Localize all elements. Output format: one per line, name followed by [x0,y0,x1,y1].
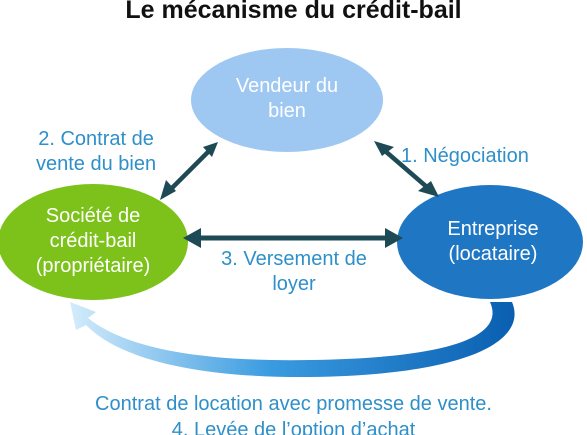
node-societe-line2: crédit-bail [49,230,137,252]
node-vendeur [191,48,383,152]
arrow-negociation [374,141,439,197]
arrow-versement [183,228,403,248]
node-vendeur-line2: bien [268,100,306,122]
footer-line2: 4. Levée de l’option d’achat [171,419,416,435]
edge-contrat-vente-line1: 2. Contrat de [38,128,154,150]
curved-arrow-option-achat [70,302,515,378]
node-societe [0,184,188,300]
node-entreprise-line2: (locataire) [448,243,538,265]
arrow-contrat-vente [160,142,218,200]
node-societe-line1: Société de [45,205,141,227]
node-vendeur-line1: Vendeur du [235,75,339,97]
node-entreprise-label: Entreprise (locataire) [413,217,573,267]
edge-versement-label: 3. Versement de loyer [201,247,387,297]
node-societe-label: Société de crédit-bail (propriétaire) [3,204,183,279]
node-societe-line3: (propriétaire) [35,255,151,277]
edge-negociation-label: 1. Négociation [401,145,529,167]
diagram-title: Le mécanisme du crédit-bail [125,0,462,24]
node-vendeur-label: Vendeur du bien [207,74,367,124]
edge-versement-line1: 3. Versement de [221,248,367,270]
node-entreprise [397,185,583,299]
node-entreprise-line1: Entreprise [447,218,539,240]
footer-line1: Contrat de location avec promesse de ven… [95,393,492,415]
edge-contrat-vente-line2: vente du bien [36,153,157,175]
edge-contrat-vente-label: 2. Contrat de vente du bien [36,127,156,177]
edge-versement-line2: loyer [272,273,316,295]
